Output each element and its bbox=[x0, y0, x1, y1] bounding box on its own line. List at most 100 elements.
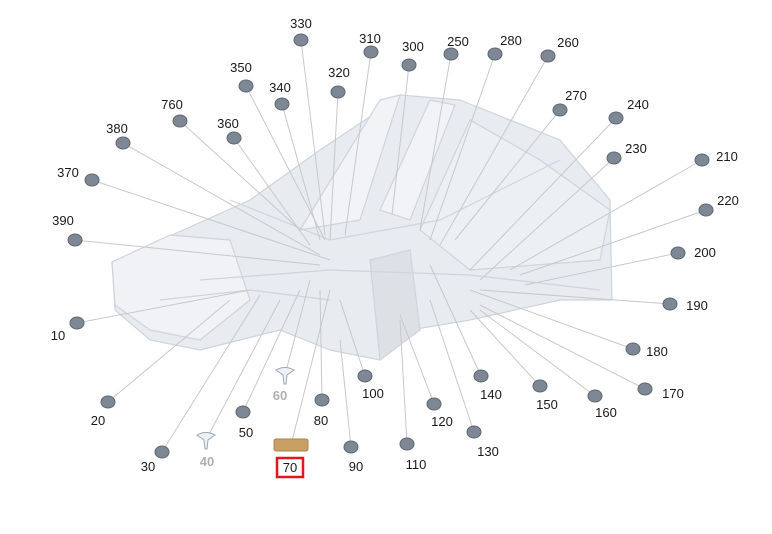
leader-line bbox=[454, 109, 561, 241]
part-number-label[interactable]: 250 bbox=[447, 34, 469, 49]
leader-line bbox=[479, 289, 671, 305]
grommet-part-icon[interactable] bbox=[698, 203, 714, 217]
part-number-label[interactable]: 260 bbox=[557, 35, 579, 50]
grommet-part-icon[interactable] bbox=[100, 395, 116, 409]
part-number-label[interactable]: 380 bbox=[106, 121, 128, 136]
leader-line bbox=[344, 51, 372, 236]
grommet-part-icon[interactable] bbox=[552, 103, 568, 117]
leader-line bbox=[161, 294, 261, 453]
grommet-part-icon[interactable] bbox=[293, 33, 309, 47]
part-number-label[interactable]: 30 bbox=[141, 459, 155, 474]
grommet-part-icon[interactable] bbox=[226, 131, 242, 145]
part-number-label[interactable]: 40 bbox=[200, 454, 214, 469]
leader-line bbox=[205, 299, 281, 441]
part-number-label[interactable]: 220 bbox=[717, 193, 739, 208]
leader-line bbox=[469, 309, 541, 387]
part-number-label[interactable]: 60 bbox=[273, 388, 287, 403]
grommet-part-icon[interactable] bbox=[443, 47, 459, 61]
part-number-label[interactable]: 120 bbox=[431, 414, 453, 429]
part-number-label[interactable]: 170 bbox=[662, 386, 684, 401]
part-number-label[interactable]: 310 bbox=[359, 31, 381, 46]
grommet-part-icon[interactable] bbox=[487, 47, 503, 61]
push-rivet-icon[interactable] bbox=[196, 432, 216, 450]
grommet-part-icon[interactable] bbox=[399, 437, 415, 451]
leader-line bbox=[519, 209, 707, 276]
leader-line bbox=[429, 264, 482, 377]
leader-line bbox=[242, 289, 301, 413]
part-number-label[interactable]: 200 bbox=[694, 245, 716, 260]
part-number-label[interactable]: 340 bbox=[269, 80, 291, 95]
part-number-label[interactable]: 150 bbox=[536, 397, 558, 412]
push-rivet-icon[interactable] bbox=[275, 367, 295, 385]
part-number-label[interactable]: 270 bbox=[565, 88, 587, 103]
grommet-part-icon[interactable] bbox=[67, 233, 83, 247]
leader-line bbox=[399, 314, 435, 405]
grommet-part-icon[interactable] bbox=[69, 316, 85, 330]
grommet-part-icon[interactable] bbox=[84, 173, 100, 187]
grommet-part-icon[interactable] bbox=[154, 445, 170, 459]
part-number-label[interactable]: 190 bbox=[686, 298, 708, 313]
grommet-part-icon[interactable] bbox=[587, 389, 603, 403]
leader-line bbox=[339, 299, 366, 377]
part-number-label[interactable]: 90 bbox=[349, 459, 363, 474]
grommet-part-icon[interactable] bbox=[426, 397, 442, 411]
grommet-part-icon[interactable] bbox=[473, 369, 489, 383]
part-number-label[interactable]: 300 bbox=[402, 39, 424, 54]
part-number-label[interactable]: 280 bbox=[500, 33, 522, 48]
part-number-label[interactable]: 230 bbox=[625, 141, 647, 156]
leader-line bbox=[329, 91, 339, 241]
leader-line bbox=[479, 309, 596, 397]
part-number-label[interactable]: 160 bbox=[595, 405, 617, 420]
clip-part-icon[interactable] bbox=[273, 438, 309, 452]
grommet-part-icon[interactable] bbox=[662, 297, 678, 311]
grommet-part-icon[interactable] bbox=[343, 440, 359, 454]
grommet-part-icon[interactable] bbox=[357, 369, 373, 383]
part-number-label[interactable]: 70 bbox=[283, 460, 297, 475]
grommet-part-icon[interactable] bbox=[274, 97, 290, 111]
grommet-part-icon[interactable] bbox=[608, 111, 624, 125]
grommet-part-icon[interactable] bbox=[314, 393, 330, 407]
part-number-label[interactable]: 20 bbox=[91, 413, 105, 428]
grommet-part-icon[interactable] bbox=[330, 85, 346, 99]
part-number-label[interactable]: 130 bbox=[477, 444, 499, 459]
selected-part-highlight bbox=[275, 456, 305, 479]
leader-line bbox=[179, 120, 301, 231]
part-number-label[interactable]: 360 bbox=[217, 116, 239, 131]
leader-line bbox=[429, 53, 496, 241]
leader-line bbox=[300, 39, 326, 236]
grommet-part-icon[interactable] bbox=[466, 425, 482, 439]
grommet-part-icon[interactable] bbox=[172, 114, 188, 128]
grommet-part-icon[interactable] bbox=[540, 49, 556, 63]
grommet-part-icon[interactable] bbox=[694, 153, 710, 167]
leader-line bbox=[469, 117, 617, 271]
part-number-label[interactable]: 180 bbox=[646, 344, 668, 359]
part-number-label[interactable]: 100 bbox=[362, 386, 384, 401]
part-number-label[interactable]: 80 bbox=[314, 413, 328, 428]
part-number-label[interactable]: 110 bbox=[406, 457, 427, 472]
leader-line bbox=[284, 279, 311, 376]
grommet-part-icon[interactable] bbox=[637, 382, 653, 396]
grommet-part-icon[interactable] bbox=[235, 405, 251, 419]
leader-line bbox=[290, 289, 331, 446]
grommet-part-icon[interactable] bbox=[625, 342, 641, 356]
part-number-label[interactable]: 350 bbox=[230, 60, 252, 75]
part-number-label[interactable]: 330 bbox=[290, 16, 312, 31]
part-number-label[interactable]: 760 bbox=[161, 97, 183, 112]
grommet-part-icon[interactable] bbox=[606, 151, 622, 165]
grommet-part-icon[interactable] bbox=[238, 79, 254, 93]
part-number-label[interactable]: 370 bbox=[57, 165, 79, 180]
part-number-label[interactable]: 50 bbox=[239, 425, 253, 440]
grommet-part-icon[interactable] bbox=[401, 58, 417, 72]
part-number-label[interactable]: 210 bbox=[716, 149, 738, 164]
part-number-label[interactable]: 320 bbox=[328, 65, 350, 80]
grommet-part-icon[interactable] bbox=[532, 379, 548, 393]
grommet-part-icon[interactable] bbox=[115, 136, 131, 150]
grommet-part-icon[interactable] bbox=[363, 45, 379, 59]
leader-line bbox=[107, 299, 231, 403]
grommet-part-icon[interactable] bbox=[670, 246, 686, 260]
part-number-label[interactable]: 10 bbox=[51, 328, 65, 343]
part-number-label[interactable]: 390 bbox=[52, 213, 74, 228]
part-number-label[interactable]: 140 bbox=[480, 387, 502, 402]
part-number-label[interactable]: 240 bbox=[627, 97, 649, 112]
